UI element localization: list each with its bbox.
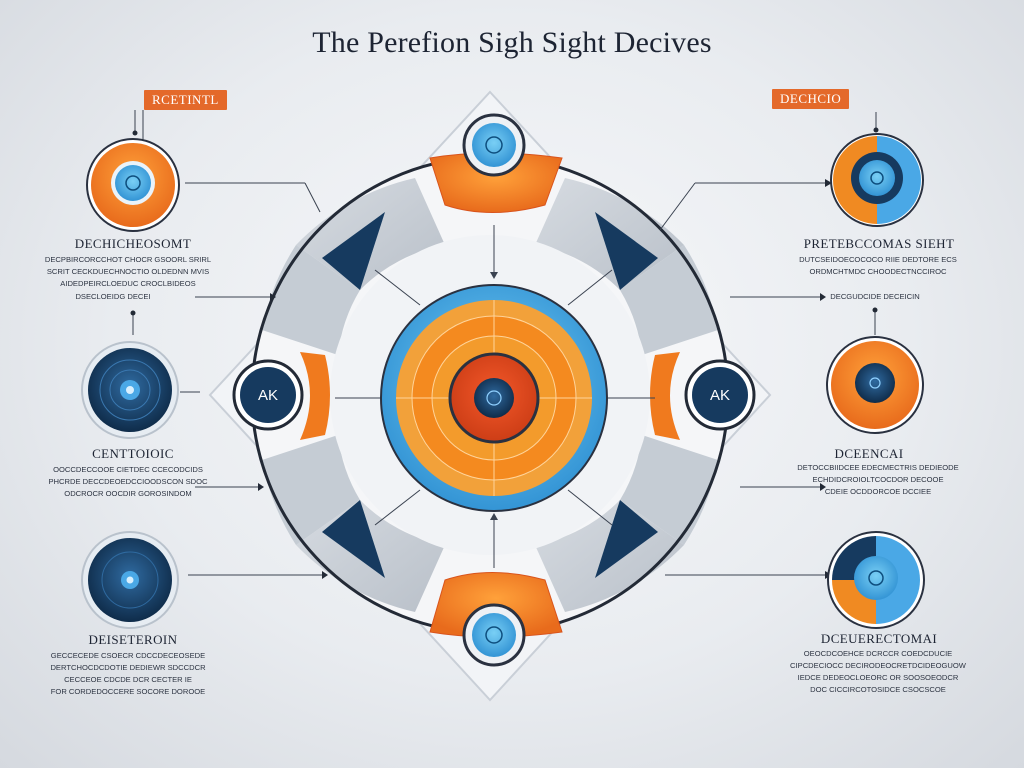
desc-line: OEOCDCOEHCE DCRCCR COEDCDUCIE — [803, 649, 953, 658]
desc-line: OOCCDECCOOE CIETDEC CCECODCIDS — [53, 465, 203, 474]
block-desc-mid-left: OOCCDECCOOE CIETDEC CCECODCIDS PHCRDE DE… — [28, 464, 228, 500]
pointer-triangles — [322, 212, 658, 578]
block-desc-top-left: DECPBIRCORCCHOT CHOCR GSOORL SRIRL SCRIT… — [28, 254, 228, 290]
desc-line: PHCRDE DECCDEOEDCCIOODSCON SDOC — [48, 477, 208, 486]
center-target-icon — [380, 284, 608, 512]
block-desc-top-right: DUTCSEIDOECOCOCO RIIE DEDTORE ECS ORDMCH… — [778, 254, 978, 278]
block-desc-mid-right: DETOCCBIIDCEE EDECMECTRIS DEDIEODE ECHDI… — [778, 462, 978, 498]
desc-line: DOC CICCIRCOTOSIDCE CSOCSCOE — [810, 685, 946, 694]
left-orange-segment — [300, 352, 330, 440]
block-heading-mid-left: CENTTOIOIC — [92, 446, 174, 461]
block-heading-bottom-right: DCEUERECTOMAI — [820, 631, 938, 646]
desc-line: ORDMCHTMDC CHOODECTNCCIROC — [809, 267, 947, 276]
desc-line: CIPCDECIOCC DECIRODEOCRETDCIDEOGUOW — [790, 661, 966, 670]
bottom-lens-icon — [462, 603, 526, 667]
desc-line: DSECLOEIDG DECEI — [75, 292, 151, 301]
inner-arrowheads — [490, 272, 498, 520]
right-split-dial — [830, 133, 924, 227]
right-bottom-device — [827, 531, 925, 629]
desc-line: GECCECEDE CSOECR CDCCDECEOSEDE — [50, 651, 206, 660]
right-hub: AK — [684, 359, 756, 431]
block-heading-top-left: DECHICHEOSOMT — [74, 236, 192, 251]
left-bottom-device — [81, 531, 179, 629]
desc-line: DERTCHOCDCDOTIE DEDIEWR SDCCDCR — [50, 663, 206, 672]
block-extra-top-left: DSECLOEIDG DECEI — [28, 291, 198, 303]
desc-line: SCRIT CECKDUECHNOCTIO OLDEDNN MVIS — [46, 267, 210, 276]
desc-line: DECPBIRCORCCHOT CHOCR GSOORL SRIRL — [44, 255, 212, 264]
desc-line: DUTCSEIDOECOCOCO RIIE DEDTORE ECS — [799, 255, 957, 264]
left-hub: AK — [232, 359, 304, 431]
right-orange-device — [826, 336, 924, 434]
right-hub-label: AK — [710, 387, 730, 404]
accent-pins — [130, 127, 879, 316]
outer-connectors — [132, 110, 877, 576]
left-hub-label: AK — [258, 387, 278, 404]
desc-line: CDEIE OCDDORCOE DCCIEE — [824, 487, 932, 496]
device-dial-icon — [86, 138, 180, 232]
tag-left: RCETINTL — [144, 90, 227, 110]
block-extra-top-right: DECGUDCIDE DECEICIN — [790, 291, 960, 303]
desc-line: DETOCCBIIDCEE EDECMECTRIS DEDIEODE — [797, 463, 959, 472]
desc-line: DECGUDCIDE DECEICIN — [830, 292, 920, 301]
inner-arrows — [335, 225, 655, 568]
tag-right: DECHCIO — [772, 89, 850, 109]
desc-line: CECCEOE CDCDE DCR CECTER IE — [64, 675, 192, 684]
desc-line: AIDEDPEIRCLOEDUC CROCLBIDEOS — [60, 279, 196, 288]
page-title: The Perefion Sigh Sight Decives — [312, 26, 712, 59]
outer-arrowheads — [258, 179, 832, 579]
desc-line: ECHDIDCROIOLTCOCDOR DECOOE — [812, 475, 944, 484]
desc-line: ODCROCR OOCDIR GOROSINDOM — [64, 489, 192, 498]
desc-line: IEDCE DEDEOCLOEORC OR SOOSOEODCR — [797, 673, 959, 682]
block-desc-bottom-right: OEOCDCOEHCE DCRCCR COEDCDUCIE CIPCDECIOC… — [778, 648, 978, 696]
block-desc-bottom-left: GECCECEDE CSOECR CDCCDECEOSEDE DERTCHOCD… — [28, 650, 228, 698]
block-heading-top-right: PRETEBCCOMAS SIEHT — [803, 236, 955, 251]
desc-line: FOR CORDEDOCCERE SOCORE DOROOE — [50, 687, 206, 696]
left-lens-device — [81, 341, 179, 439]
block-heading-bottom-left: DEISETEROIN — [88, 632, 178, 647]
block-heading-mid-right: DCEENCAI — [834, 446, 904, 461]
top-lens-icon — [462, 113, 526, 177]
right-orange-segment — [650, 352, 680, 440]
